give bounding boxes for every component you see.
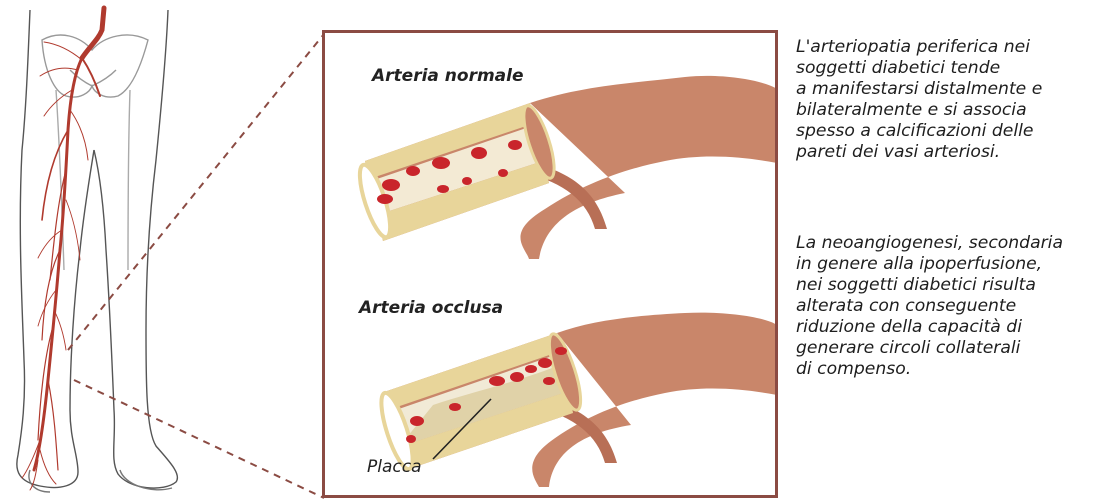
description-line: spesso a calcificazioni delle bbox=[796, 121, 1096, 142]
description-line: riduzione della capacità di bbox=[796, 317, 1096, 338]
description-line: nei soggetti diabetici risulta bbox=[796, 275, 1096, 296]
description-line: La neoangiogenesi, secondaria bbox=[796, 233, 1096, 254]
description-line: a manifestarsi distalmente e bbox=[796, 79, 1096, 100]
description-paragraph-1: L'arteriopatia periferica nei soggetti d… bbox=[796, 37, 1096, 163]
description-line: L'arteriopatia periferica nei bbox=[796, 37, 1096, 58]
description-paragraph-2: La neoangiogenesi, secondaria in genere … bbox=[796, 233, 1096, 380]
zoom-panel: Arteria normale Arteria occlusa Placca bbox=[322, 30, 778, 498]
description-line: in genere alla ipoperfusione, bbox=[796, 254, 1096, 275]
vessels-illustration bbox=[325, 33, 775, 495]
description-line: pareti dei vasi arteriosi. bbox=[796, 142, 1096, 163]
normal-artery bbox=[354, 76, 775, 259]
normal-artery-label: Arteria normale bbox=[372, 66, 524, 86]
legs-outline bbox=[17, 10, 178, 492]
plaque-label: Placca bbox=[367, 457, 422, 477]
description-line: alterata con conseguente bbox=[796, 296, 1096, 317]
occluded-artery-label: Arteria occlusa bbox=[359, 298, 503, 318]
occluded-artery bbox=[375, 313, 775, 487]
description-line: soggetti diabetici tende bbox=[796, 58, 1096, 79]
legs-illustration bbox=[0, 0, 330, 504]
description-line: di compenso. bbox=[796, 359, 1096, 380]
description-line: bilateralmente e si associa bbox=[796, 100, 1096, 121]
description-line: generare circoli collaterali bbox=[796, 338, 1096, 359]
